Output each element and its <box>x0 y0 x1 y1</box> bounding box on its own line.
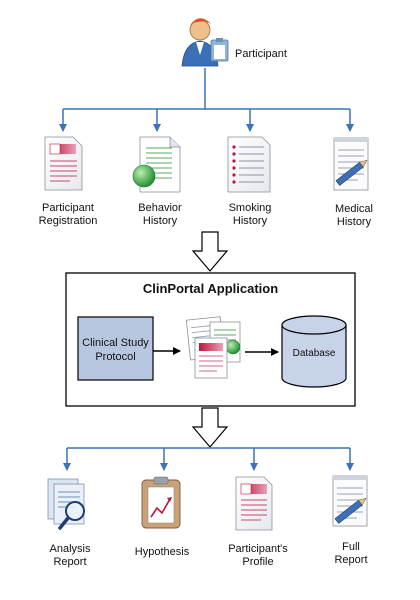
analysis-report-magnifier-icon <box>47 478 85 530</box>
database-cylinder <box>281 315 347 388</box>
registration-form-icon <box>44 136 83 191</box>
full-report-notepad-icon <box>332 475 368 527</box>
clinical-documents-stack-icon <box>185 316 241 379</box>
database-label: Database <box>292 348 336 359</box>
smoking-history-list-icon <box>227 136 271 193</box>
output-label-full-report: Full Report <box>334 541 368 566</box>
output-label-hypothesis: Hypothesis <box>134 546 190 558</box>
input-label-smoking-history: Smoking History <box>228 202 272 227</box>
output-label-participants-profile: Participant's Profile <box>228 543 288 568</box>
input-label-medical-history: Medical History <box>335 203 373 228</box>
protocol-label: Clinical Study Protocol <box>82 337 149 363</box>
participant-profile-document-icon <box>235 476 273 531</box>
medical-history-notepad-icon <box>333 137 369 191</box>
input-label-participant-registration: Participant Registration <box>38 202 98 227</box>
output-fanout-connectors <box>63 447 354 471</box>
participant-person-icon <box>181 18 229 67</box>
input-label-behavior-history: Behavior History <box>138 202 182 227</box>
output-label-analysis-report: Analysis Report <box>49 543 91 568</box>
application-title: ClinPortal Application <box>142 281 279 296</box>
flow-arrow-out-of-application <box>191 407 229 448</box>
hypothesis-clipboard-chart-icon <box>141 476 181 529</box>
clinical-study-protocol-box <box>77 316 154 381</box>
behavior-history-document-icon <box>132 136 181 193</box>
participant-fanout-connectors <box>59 68 354 132</box>
participant-label: Participant <box>235 48 287 60</box>
flow-arrow-into-application <box>191 231 229 272</box>
